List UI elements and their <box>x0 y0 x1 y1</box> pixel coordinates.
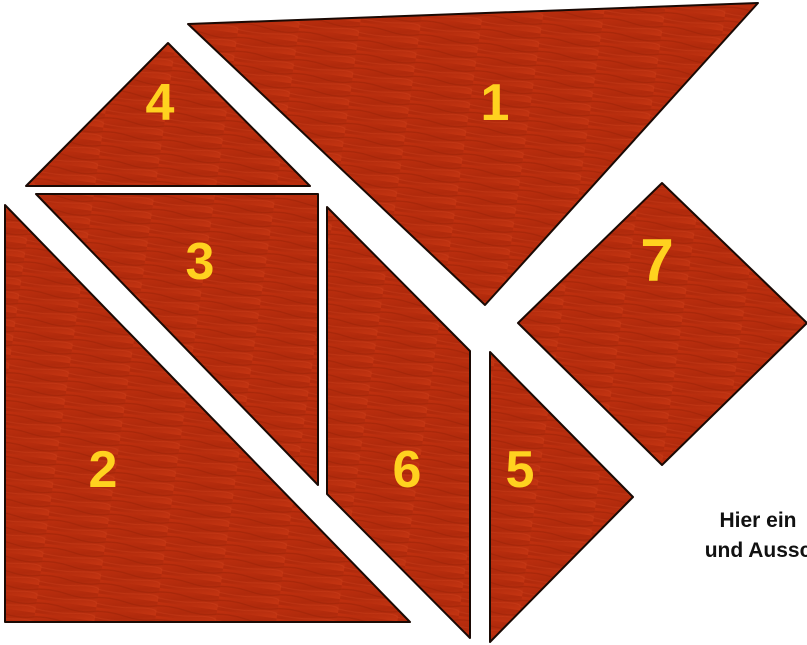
piece-7[interactable]: 7 <box>518 183 807 465</box>
piece-6-number: 6 <box>393 441 422 499</box>
piece-2-number: 2 <box>89 441 118 499</box>
hint-line-2: und Aussc <box>628 536 807 566</box>
piece-4-number: 4 <box>146 74 175 132</box>
piece-1-number: 1 <box>481 74 510 132</box>
hint-line-1: Hier ein <box>628 506 807 536</box>
piece-3-number: 3 <box>186 233 215 291</box>
hint-text: Hier ein und Aussc <box>628 506 807 566</box>
piece-7-number: 7 <box>640 227 673 294</box>
piece-5-number: 5 <box>506 441 535 499</box>
piece-7-shape[interactable] <box>518 183 807 465</box>
